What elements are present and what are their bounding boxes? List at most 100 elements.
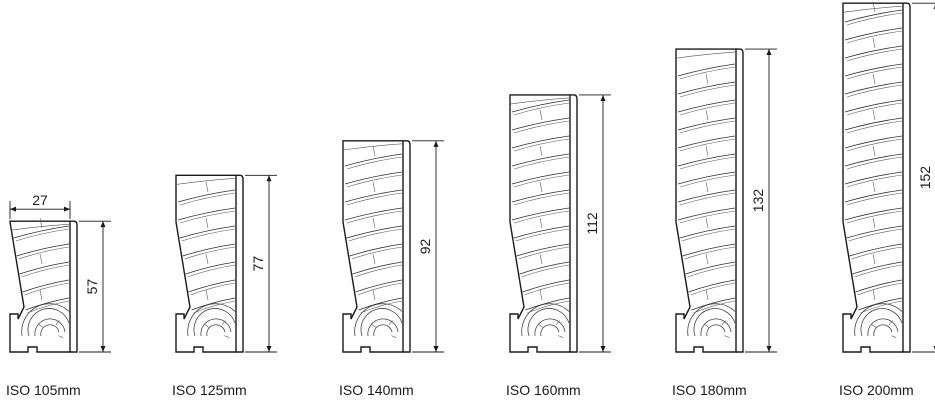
grain-tick	[872, 253, 876, 265]
height-dimension-label: 132	[750, 189, 766, 213]
profile-outline	[9, 220, 71, 353]
grain-tick	[705, 253, 709, 265]
grain-line	[844, 27, 903, 41]
height-dimension-label: 57	[84, 279, 100, 295]
grain-line	[846, 120, 903, 134]
grain-line	[854, 264, 903, 278]
ray-mark	[538, 324, 543, 328]
grain-line	[677, 207, 736, 221]
ray-mark	[371, 324, 376, 328]
grain-line	[682, 243, 736, 257]
grain-tick	[705, 181, 709, 193]
growth-ring	[860, 308, 903, 337]
grain-line	[184, 246, 236, 260]
profile-strip	[236, 174, 244, 353]
grain-line	[677, 117, 736, 131]
growth-ring	[200, 318, 232, 337]
grain-line	[25, 297, 70, 311]
growth-ring	[367, 318, 399, 337]
ray-mark	[58, 335, 64, 338]
grain-line	[679, 192, 736, 206]
grain-line	[358, 297, 403, 311]
grain-line	[179, 210, 236, 224]
grain-line	[15, 228, 70, 242]
grain-line	[846, 210, 903, 224]
ray-mark	[724, 335, 730, 338]
grain-tick	[872, 109, 876, 121]
profile-strip	[736, 48, 744, 353]
ray-mark	[221, 320, 226, 325]
grain-line	[191, 297, 236, 311]
grain-line	[690, 282, 736, 296]
growth-ring	[700, 318, 732, 337]
grain-line	[177, 207, 236, 221]
grain-line	[844, 189, 903, 203]
profile-strip	[70, 220, 78, 353]
grain-line	[679, 102, 736, 116]
grain-line	[679, 174, 736, 188]
grain-tick	[205, 181, 209, 193]
growth-ring	[873, 324, 893, 337]
grain-line	[677, 153, 736, 167]
ray-mark	[224, 335, 230, 338]
dimension-arrow-top	[766, 49, 772, 56]
grain-tick	[539, 289, 543, 301]
width-dimension-label: 27	[32, 192, 48, 208]
grain-line	[844, 81, 903, 95]
ray-mark	[388, 320, 393, 325]
ray-mark	[721, 320, 726, 325]
grain-line	[193, 300, 236, 314]
ray-mark	[558, 335, 564, 338]
grain-line	[13, 225, 70, 239]
grain-line	[846, 102, 903, 116]
grain-line	[687, 264, 736, 278]
grain-line	[679, 156, 736, 170]
grain-line	[513, 138, 570, 152]
width-arrow-right	[64, 206, 70, 212]
grain-line	[844, 9, 903, 23]
profile-strip	[403, 140, 411, 353]
ray-mark	[888, 320, 893, 325]
dimension-arrow-top	[100, 221, 106, 228]
ray-mark	[891, 335, 897, 338]
grain-line	[348, 228, 403, 242]
grain-line	[522, 279, 570, 293]
grain-tick	[372, 145, 376, 157]
grain-tick	[872, 289, 876, 301]
grain-tick	[705, 73, 709, 85]
grain-line	[176, 177, 236, 185]
grain-tick	[205, 289, 209, 301]
grain-line	[518, 246, 570, 260]
dimension-arrow-bottom	[266, 346, 272, 352]
grain-tick	[205, 253, 209, 265]
grain-line	[860, 300, 903, 314]
height-dimension-label: 152	[917, 166, 933, 190]
grain-line	[187, 264, 236, 278]
grain-line	[844, 45, 903, 59]
grain-line	[685, 261, 736, 275]
grain-line	[513, 120, 570, 134]
grain-line	[858, 297, 903, 311]
dimension-arrow-bottom	[766, 346, 772, 352]
grain-line	[846, 138, 903, 152]
grain-line	[843, 5, 903, 13]
grain-line	[844, 117, 903, 131]
profile-caption: ISO 140mm	[339, 382, 414, 398]
dimension-arrow-top	[433, 140, 439, 147]
grain-tick	[372, 253, 376, 265]
grain-tick	[539, 145, 543, 157]
grain-line	[19, 261, 70, 275]
grain-line	[679, 210, 736, 224]
growth-ring	[687, 303, 736, 337]
grain-tick	[372, 289, 376, 301]
grain-line	[527, 300, 570, 314]
grain-line	[513, 192, 570, 206]
grain-line	[519, 261, 570, 275]
grain-line	[515, 228, 570, 242]
grain-line	[182, 243, 236, 257]
ray-mark	[38, 324, 43, 328]
growth-ring	[534, 318, 566, 337]
grain-tick	[705, 289, 709, 301]
